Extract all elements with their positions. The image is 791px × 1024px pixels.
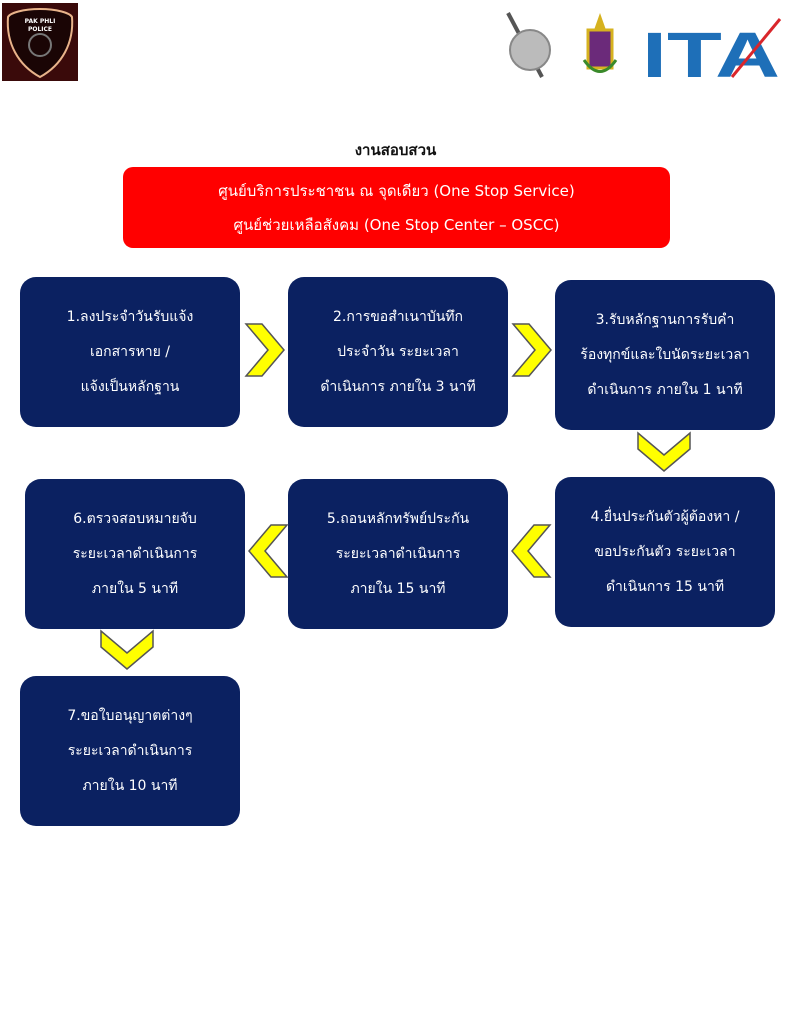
step-text: เอกสารหาย / (89, 344, 171, 360)
svg-text:PAK PHLI: PAK PHLI (25, 18, 56, 25)
step-text: ระยะเวลาดำเนินการ (67, 743, 193, 759)
agency-logos: ITA (500, 5, 785, 91)
step-text: 1.ลงประจำวันรับแจ้ง (66, 309, 194, 325)
step-text: ดำเนินการ 15 นาที (605, 579, 725, 595)
step-1: 1.ลงประจำวันรับแจ้งเอกสารหาย / แจ้งเป็นหล… (20, 277, 240, 427)
banner-line-1: ศูนย์บริการประชาชน ณ จุดเดียว (One Stop … (218, 181, 575, 200)
step-text: ภายใน 15 นาที (350, 581, 446, 597)
step-text: แจ้งเป็นหลักฐาน (80, 379, 180, 395)
step-text: 2.การขอสำเนาบันทึก (333, 309, 463, 325)
step-6: 6.ตรวจสอบหมายจับระยะเวลาดำเนินการภายใน 5… (25, 479, 245, 629)
step-text: 6.ตรวจสอบหมายจับ (73, 511, 197, 527)
step-text: 3.รับหลักฐานการรับคำ (595, 312, 735, 328)
chevron-down-icon (100, 629, 154, 670)
step-text: ร้องทุกข์และใบนัดระยะเวลา (580, 347, 750, 363)
service-banner: ศูนย์บริการประชาชน ณ จุดเดียว (One Stop … (123, 167, 670, 248)
step-text: 7.ขอใบอนุญาตต่างๆ (67, 708, 193, 724)
chevron-left-icon (248, 524, 289, 578)
step-text: ระยะเวลาดำเนินการ (72, 546, 198, 562)
step-7: 7.ขอใบอนุญาตต่างๆระยะเวลาดำเนินการภายใน … (20, 676, 240, 826)
chevron-right-icon (244, 323, 285, 377)
royal-emblem-icon (582, 13, 618, 73)
step-5: 5.ถอนหลักทรัพย์ประกันระยะเวลาดำเนินการภา… (288, 479, 508, 629)
step-text: 4.ยื่นประกันตัวผู้ต้องหา / (590, 509, 740, 525)
ita-logo: ITA (642, 18, 782, 91)
svg-text:POLICE: POLICE (28, 26, 52, 33)
chevron-left-icon (511, 524, 552, 578)
step-text: ขอประกันตัว ระยะเวลา (594, 544, 736, 560)
step-3: 3.รับหลักฐานการรับคำร้องทุกข์และใบนัดระย… (555, 280, 775, 430)
step-text: ภายใน 5 นาที (91, 581, 179, 597)
shield-emblem-icon (506, 12, 551, 78)
banner-line-2: ศูนย์ช่วยเหลือสังคม (One Stop Center – O… (233, 215, 560, 234)
step-text: 5.ถอนหลักทรัพย์ประกัน (326, 511, 470, 527)
page-title: งานสอบสวน (354, 141, 437, 159)
step-4: 4.ยื่นประกันตัวผู้ต้องหา / ขอประกันตัว ระ… (555, 477, 775, 627)
chevron-down-icon (637, 431, 691, 472)
step-text: ภายใน 10 นาที (82, 778, 178, 794)
ita-logo-text: ITA (642, 19, 780, 85)
step-text: ระยะเวลาดำเนินการ (335, 546, 461, 562)
step-text: ดำเนินการ ภายใน 1 นาที (587, 382, 743, 398)
step-text: ประจำวัน ระยะเวลา (337, 344, 459, 360)
chevron-right-icon (511, 323, 552, 377)
step-2: 2.การขอสำเนาบันทึกประจำวัน ระยะเวลาดำเนิ… (288, 277, 508, 427)
step-text: ดำเนินการ ภายใน 3 นาที (320, 379, 476, 395)
